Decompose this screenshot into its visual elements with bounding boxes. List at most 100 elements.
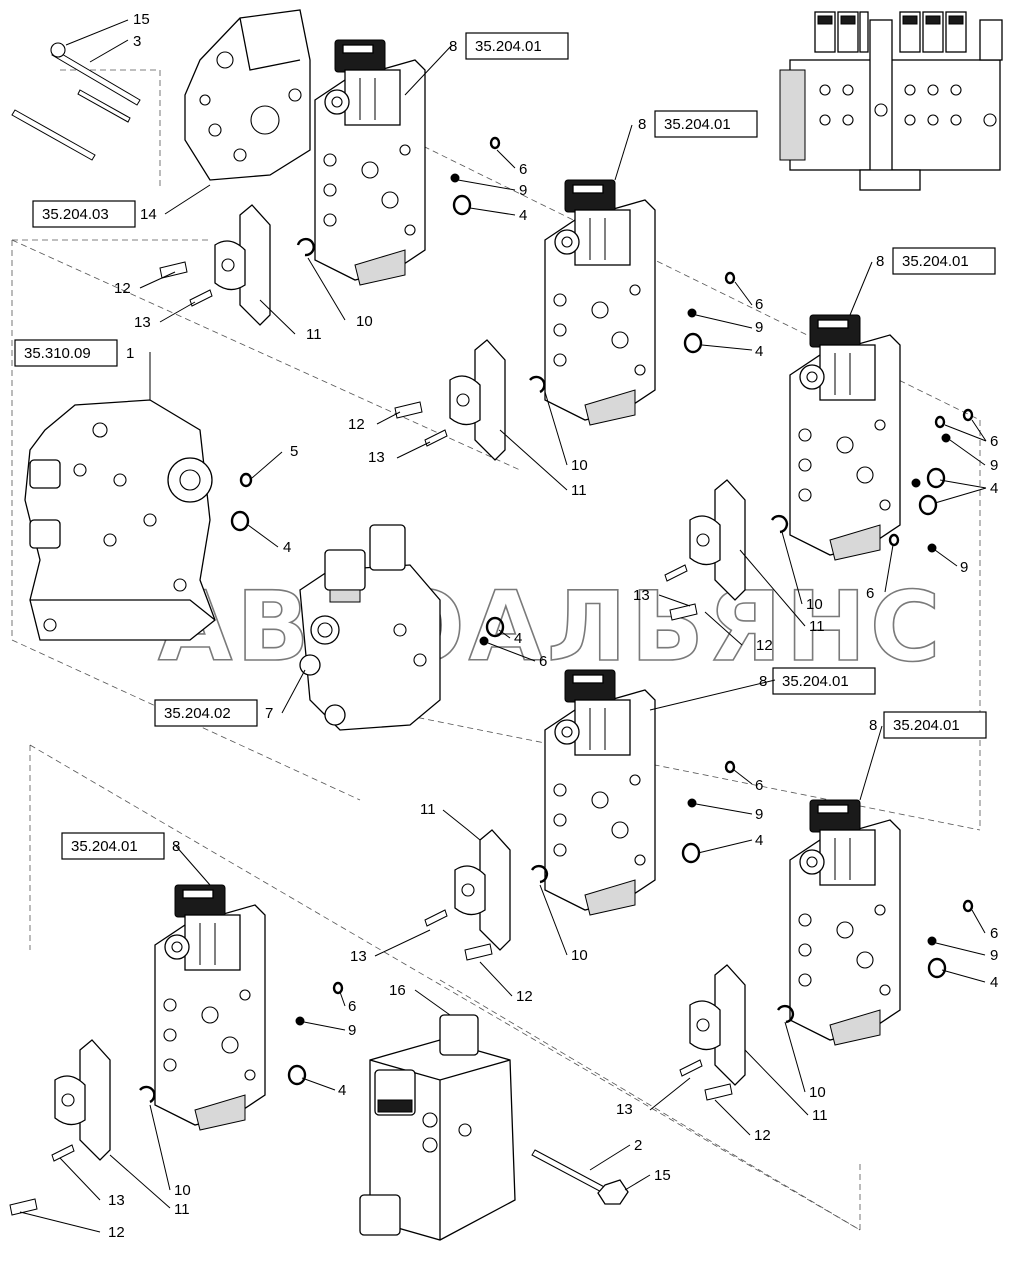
svg-text:35.204.01: 35.204.01 xyxy=(664,116,731,133)
callout-4: 4 xyxy=(519,207,527,224)
reference-box-ref-14: 35.204.03 xyxy=(32,200,136,228)
callout-8e: 8 xyxy=(869,717,877,734)
svg-text:35.204.02: 35.204.02 xyxy=(164,705,231,722)
callout-6h: 6 xyxy=(348,998,356,1015)
leader-lines xyxy=(19,19,987,1233)
callout-10f: 10 xyxy=(174,1182,191,1199)
callout-15: 15 xyxy=(133,11,150,28)
callout-4d: 4 xyxy=(990,480,998,497)
callout-6c: 6 xyxy=(990,433,998,450)
callout-13c: 13 xyxy=(633,587,650,604)
part-7-valve-section xyxy=(299,524,441,731)
callout-16: 16 xyxy=(389,982,406,999)
callout-4c: 4 xyxy=(755,343,763,360)
tie-rod-bolts-top xyxy=(11,42,141,161)
svg-text:35.204.01: 35.204.01 xyxy=(782,673,849,690)
svg-text:35.204.01: 35.204.01 xyxy=(902,253,969,270)
callout-10b: 10 xyxy=(571,457,588,474)
callout-11f: 11 xyxy=(174,1201,190,1218)
callout-11d: 11 xyxy=(420,801,436,818)
callout-6d: 6 xyxy=(866,585,874,602)
callout-9: 9 xyxy=(519,182,527,199)
callout-6g: 6 xyxy=(990,925,998,942)
reference-box-ref-8f: 35.204.01 xyxy=(61,832,165,860)
callout-13e: 13 xyxy=(616,1101,633,1118)
svg-text:35.204.01: 35.204.01 xyxy=(475,38,542,55)
reference-box-ref-8b: 35.204.01 xyxy=(654,110,758,138)
callout-13b: 13 xyxy=(368,449,385,466)
callout-6e: 6 xyxy=(539,653,547,670)
nut-15-bottom xyxy=(597,1179,629,1205)
callout-4f: 4 xyxy=(755,832,763,849)
valve-section-8c xyxy=(789,314,901,561)
part-16-outlet-section xyxy=(359,1014,516,1241)
watermark-text: АВТОАЛЬЯНС xyxy=(158,571,944,683)
callout-7: 7 xyxy=(265,705,273,722)
end-plate-11d xyxy=(454,829,511,951)
callout-10: 10 xyxy=(356,313,373,330)
part-14-inlet-cover xyxy=(184,9,311,181)
callout-13d: 13 xyxy=(350,948,367,965)
assembly-thumbnail xyxy=(779,11,1003,191)
svg-text:35.310.09: 35.310.09 xyxy=(24,345,91,362)
callout-12b: 12 xyxy=(348,416,365,433)
callout-14: 14 xyxy=(140,206,157,223)
callout-12e: 12 xyxy=(754,1127,771,1144)
callout-6f: 6 xyxy=(755,777,763,794)
callout-5: 5 xyxy=(290,443,298,460)
end-plate-11b xyxy=(449,339,506,461)
callout-9f: 9 xyxy=(990,947,998,964)
callout-8f: 8 xyxy=(172,838,180,855)
callout-9e: 9 xyxy=(755,806,763,823)
svg-text:35.204.03: 35.204.03 xyxy=(42,206,109,223)
end-plate-11a xyxy=(214,204,271,326)
callout-1: 1 xyxy=(126,345,134,362)
callout-9g: 9 xyxy=(348,1022,356,1039)
seals xyxy=(139,136,974,1104)
callout-3: 3 xyxy=(133,33,141,50)
reference-box-ref-8e: 35.204.01 xyxy=(883,711,987,739)
callout-4b: 4 xyxy=(283,539,291,556)
reference-box-ref-1: 35.310.09 xyxy=(14,339,118,367)
callout-8d: 8 xyxy=(759,673,767,690)
callout-15b: 15 xyxy=(654,1167,671,1184)
valve-section-8d xyxy=(544,669,656,916)
callout-13f: 13 xyxy=(108,1192,125,1209)
small-bolts xyxy=(9,261,733,1216)
callout-9d: 9 xyxy=(960,559,968,576)
callout-9b: 9 xyxy=(755,319,763,336)
callout-8c: 8 xyxy=(876,253,884,270)
callout-12c: 12 xyxy=(756,637,773,654)
valve-section-8f xyxy=(789,799,901,1046)
reference-box-ref-7: 35.204.02 xyxy=(154,699,258,727)
callout-11c: 11 xyxy=(809,618,825,635)
callout-9c: 9 xyxy=(990,457,998,474)
valve-section-8e xyxy=(154,884,266,1131)
end-plate-11f xyxy=(54,1039,111,1161)
callout-2: 2 xyxy=(634,1137,642,1154)
callout-12d: 12 xyxy=(516,988,533,1005)
callout-labels: 15 3 14 8 6 9 4 12 13 11 10 1 5 4 8 6 9 … xyxy=(108,11,998,1241)
callout-10d: 10 xyxy=(571,947,588,964)
callout-11b: 11 xyxy=(571,482,587,499)
part-1-inlet-section xyxy=(24,399,216,641)
reference-box-ref-8d: 35.204.01 xyxy=(772,667,876,695)
svg-text:35.204.01: 35.204.01 xyxy=(71,838,138,855)
callout-12: 12 xyxy=(114,280,131,297)
tie-rod-2 xyxy=(531,1149,611,1196)
callout-4h: 4 xyxy=(338,1082,346,1099)
valve-section-8a xyxy=(314,39,426,286)
callout-6b: 6 xyxy=(755,296,763,313)
callout-8: 8 xyxy=(449,38,457,55)
callout-4g: 4 xyxy=(990,974,998,991)
callout-12f: 12 xyxy=(108,1224,125,1241)
callout-8b: 8 xyxy=(638,116,646,133)
reference-box-ref-8a: 35.204.01 xyxy=(465,32,569,60)
callout-10e: 10 xyxy=(809,1084,826,1101)
reference-box-ref-8c: 35.204.01 xyxy=(892,247,996,275)
callout-6: 6 xyxy=(519,161,527,178)
svg-text:35.204.01: 35.204.01 xyxy=(893,717,960,734)
callout-10c: 10 xyxy=(806,596,823,613)
callout-13: 13 xyxy=(134,314,151,331)
